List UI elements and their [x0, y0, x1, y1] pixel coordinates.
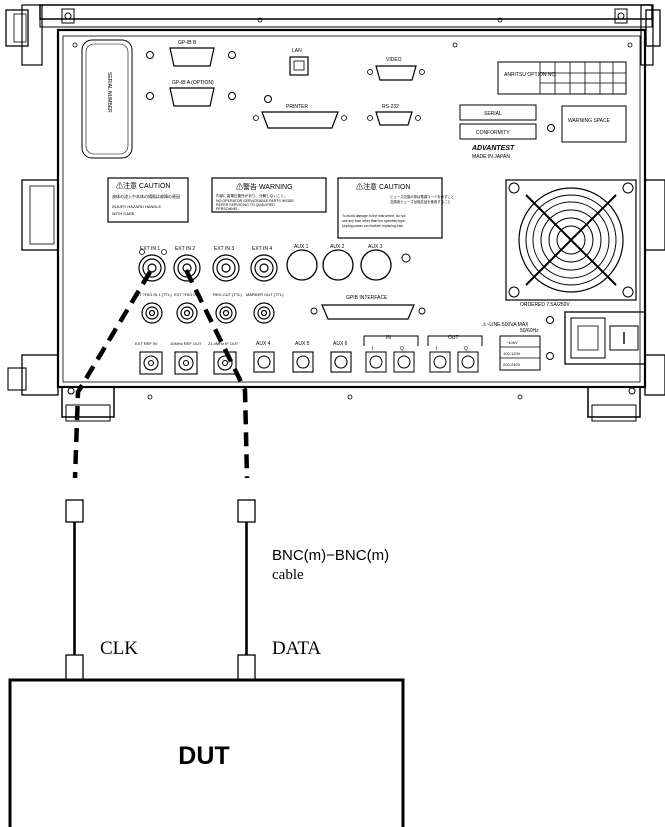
- iq-in-label: IN: [386, 335, 391, 341]
- video-label: VIDEO: [386, 57, 402, 63]
- iq-in-i-label: I: [372, 346, 373, 352]
- caution-right-line5: Unplug power cord before replacing fuse.: [342, 224, 404, 228]
- ref-out-label: 10MHz REF OUT: [170, 341, 202, 346]
- aux-3-label: AUX 3: [368, 244, 383, 250]
- aux-5-label: AUX 5: [295, 341, 310, 347]
- cable-type-label: BNC(m)−BNC(m): [272, 547, 389, 564]
- ext-trig-in-1-label: EXT TRIG IN 1 (TTL): [134, 292, 172, 297]
- data-connector-top: [237, 499, 256, 523]
- warning-space-label: WARNING SPACE: [568, 118, 611, 124]
- iq-out-q-label: Q: [464, 346, 468, 352]
- ext-in-3-label: EXT IN 3: [214, 246, 234, 252]
- ext-trig-in-2-label: EXT TRIG IN 2: [174, 292, 202, 297]
- marker-out-label: MARKER OUT (TTL): [246, 292, 284, 297]
- iq-out-label: OUT: [448, 335, 459, 341]
- voltage-label-1: ~100V: [506, 340, 518, 345]
- clk-cable-dashed: [72, 270, 152, 479]
- warning-mid-line3: REFER SERVICING TO QUALIFIED: [216, 203, 275, 207]
- option-grid-label: ANRITSU OPTION NO.: [504, 72, 557, 78]
- data-cable-dashed: [183, 269, 250, 479]
- brand-label: ADVANTEST: [471, 145, 515, 152]
- ext-in-2-label: EXT IN 2: [175, 246, 195, 252]
- voltage-label-2: 100-120V: [503, 351, 521, 356]
- data-label: DATA: [272, 638, 321, 659]
- caution-left-line3: WITH CARE: [112, 211, 135, 216]
- data-connector-bottom: [237, 654, 256, 681]
- voltage-label-3: 200-240V: [503, 362, 521, 367]
- if-out-label: 21.4MHz IF OUT: [208, 341, 239, 346]
- caution-right-title: ⚠注意 CAUTION: [356, 182, 410, 191]
- caution-right-line2: 交換用ヒューズは指定品を使用すること: [390, 199, 451, 204]
- dut-box: [8, 678, 405, 827]
- printer-label: PRINTER: [286, 104, 308, 110]
- rs232-label: RS-232: [382, 104, 399, 110]
- panel-labels: GP-IB B GP-IB A (OPTION) LAN VIDEO PRINT…: [106, 40, 611, 367]
- caution-left-line2: INJURY HAZARD HANDLE: [112, 204, 162, 209]
- warning-mid-line2: NO OPERATOR SERVICEABLE PARTS INSIDE.: [216, 199, 295, 203]
- cables: [65, 269, 256, 681]
- serial-label: SERIAL: [484, 111, 502, 117]
- caution-right-line4: use any fuse other than the specified ty…: [342, 219, 406, 223]
- iq-out-i-label: I: [436, 346, 437, 352]
- lan-label: LAN: [292, 48, 302, 54]
- aux-2-label: AUX 2: [330, 244, 345, 250]
- dut-label: DUT: [178, 742, 229, 770]
- aux-1-label: AUX 1: [294, 244, 309, 250]
- warning-mid-line1: 内部に高電圧箇所があり、分解しないこと。: [216, 193, 288, 198]
- caution-right-line3: To avoid damage to the instrument, do no…: [342, 214, 405, 218]
- aux-6-label: AUX 6: [333, 341, 348, 347]
- fuse-label: ORDERED 7.5A/250V: [520, 302, 570, 308]
- trig-out-label: TRIG OUT (TTL): [212, 292, 243, 297]
- cable-type-label-2: cable: [272, 567, 304, 583]
- warning-mid-title: ⚠警告 WARNING: [236, 182, 293, 191]
- conformity-label: CONFORMITY: [476, 130, 510, 136]
- caution-left-line1: 液体の浸入や本体の損傷は故障の原因: [112, 193, 180, 199]
- warning-mid-line4: PERSONNEL.: [216, 207, 239, 211]
- caution-left-title: ⚠注意 CAUTION: [116, 181, 170, 190]
- clk-label: CLK: [100, 638, 138, 659]
- gpib-a-label: GP-IB A (OPTION): [172, 80, 214, 86]
- ext-ref-in-label: EXT REF IN: [135, 341, 157, 346]
- iq-in-q-label: Q: [400, 346, 404, 352]
- ext-in-1-label: EXT IN 1: [140, 246, 160, 252]
- line-rating-label: ⚠~LINE 500VA MAX: [482, 322, 529, 328]
- clk-connector-top: [65, 499, 84, 523]
- line-rating-2-label: 50/60Hz: [520, 328, 539, 334]
- gpib-interface-label: GPIB INTERFACE: [346, 295, 388, 301]
- clk-connector-bottom: [65, 654, 84, 681]
- ext-in-4-label: EXT IN 4: [252, 246, 272, 252]
- gpib-b-label: GP-IB B: [178, 40, 197, 46]
- aux-4-label: AUX 4: [256, 341, 271, 347]
- instrument-rear-panel: [5, 4, 665, 422]
- made-in-label: MADE IN JAPAN: [472, 154, 510, 160]
- caution-right-line1: ヒューズ交換の際は電源コードを外すこと: [390, 194, 454, 199]
- serial-number-vertical-label: SERIAL NUMBER: [106, 72, 112, 113]
